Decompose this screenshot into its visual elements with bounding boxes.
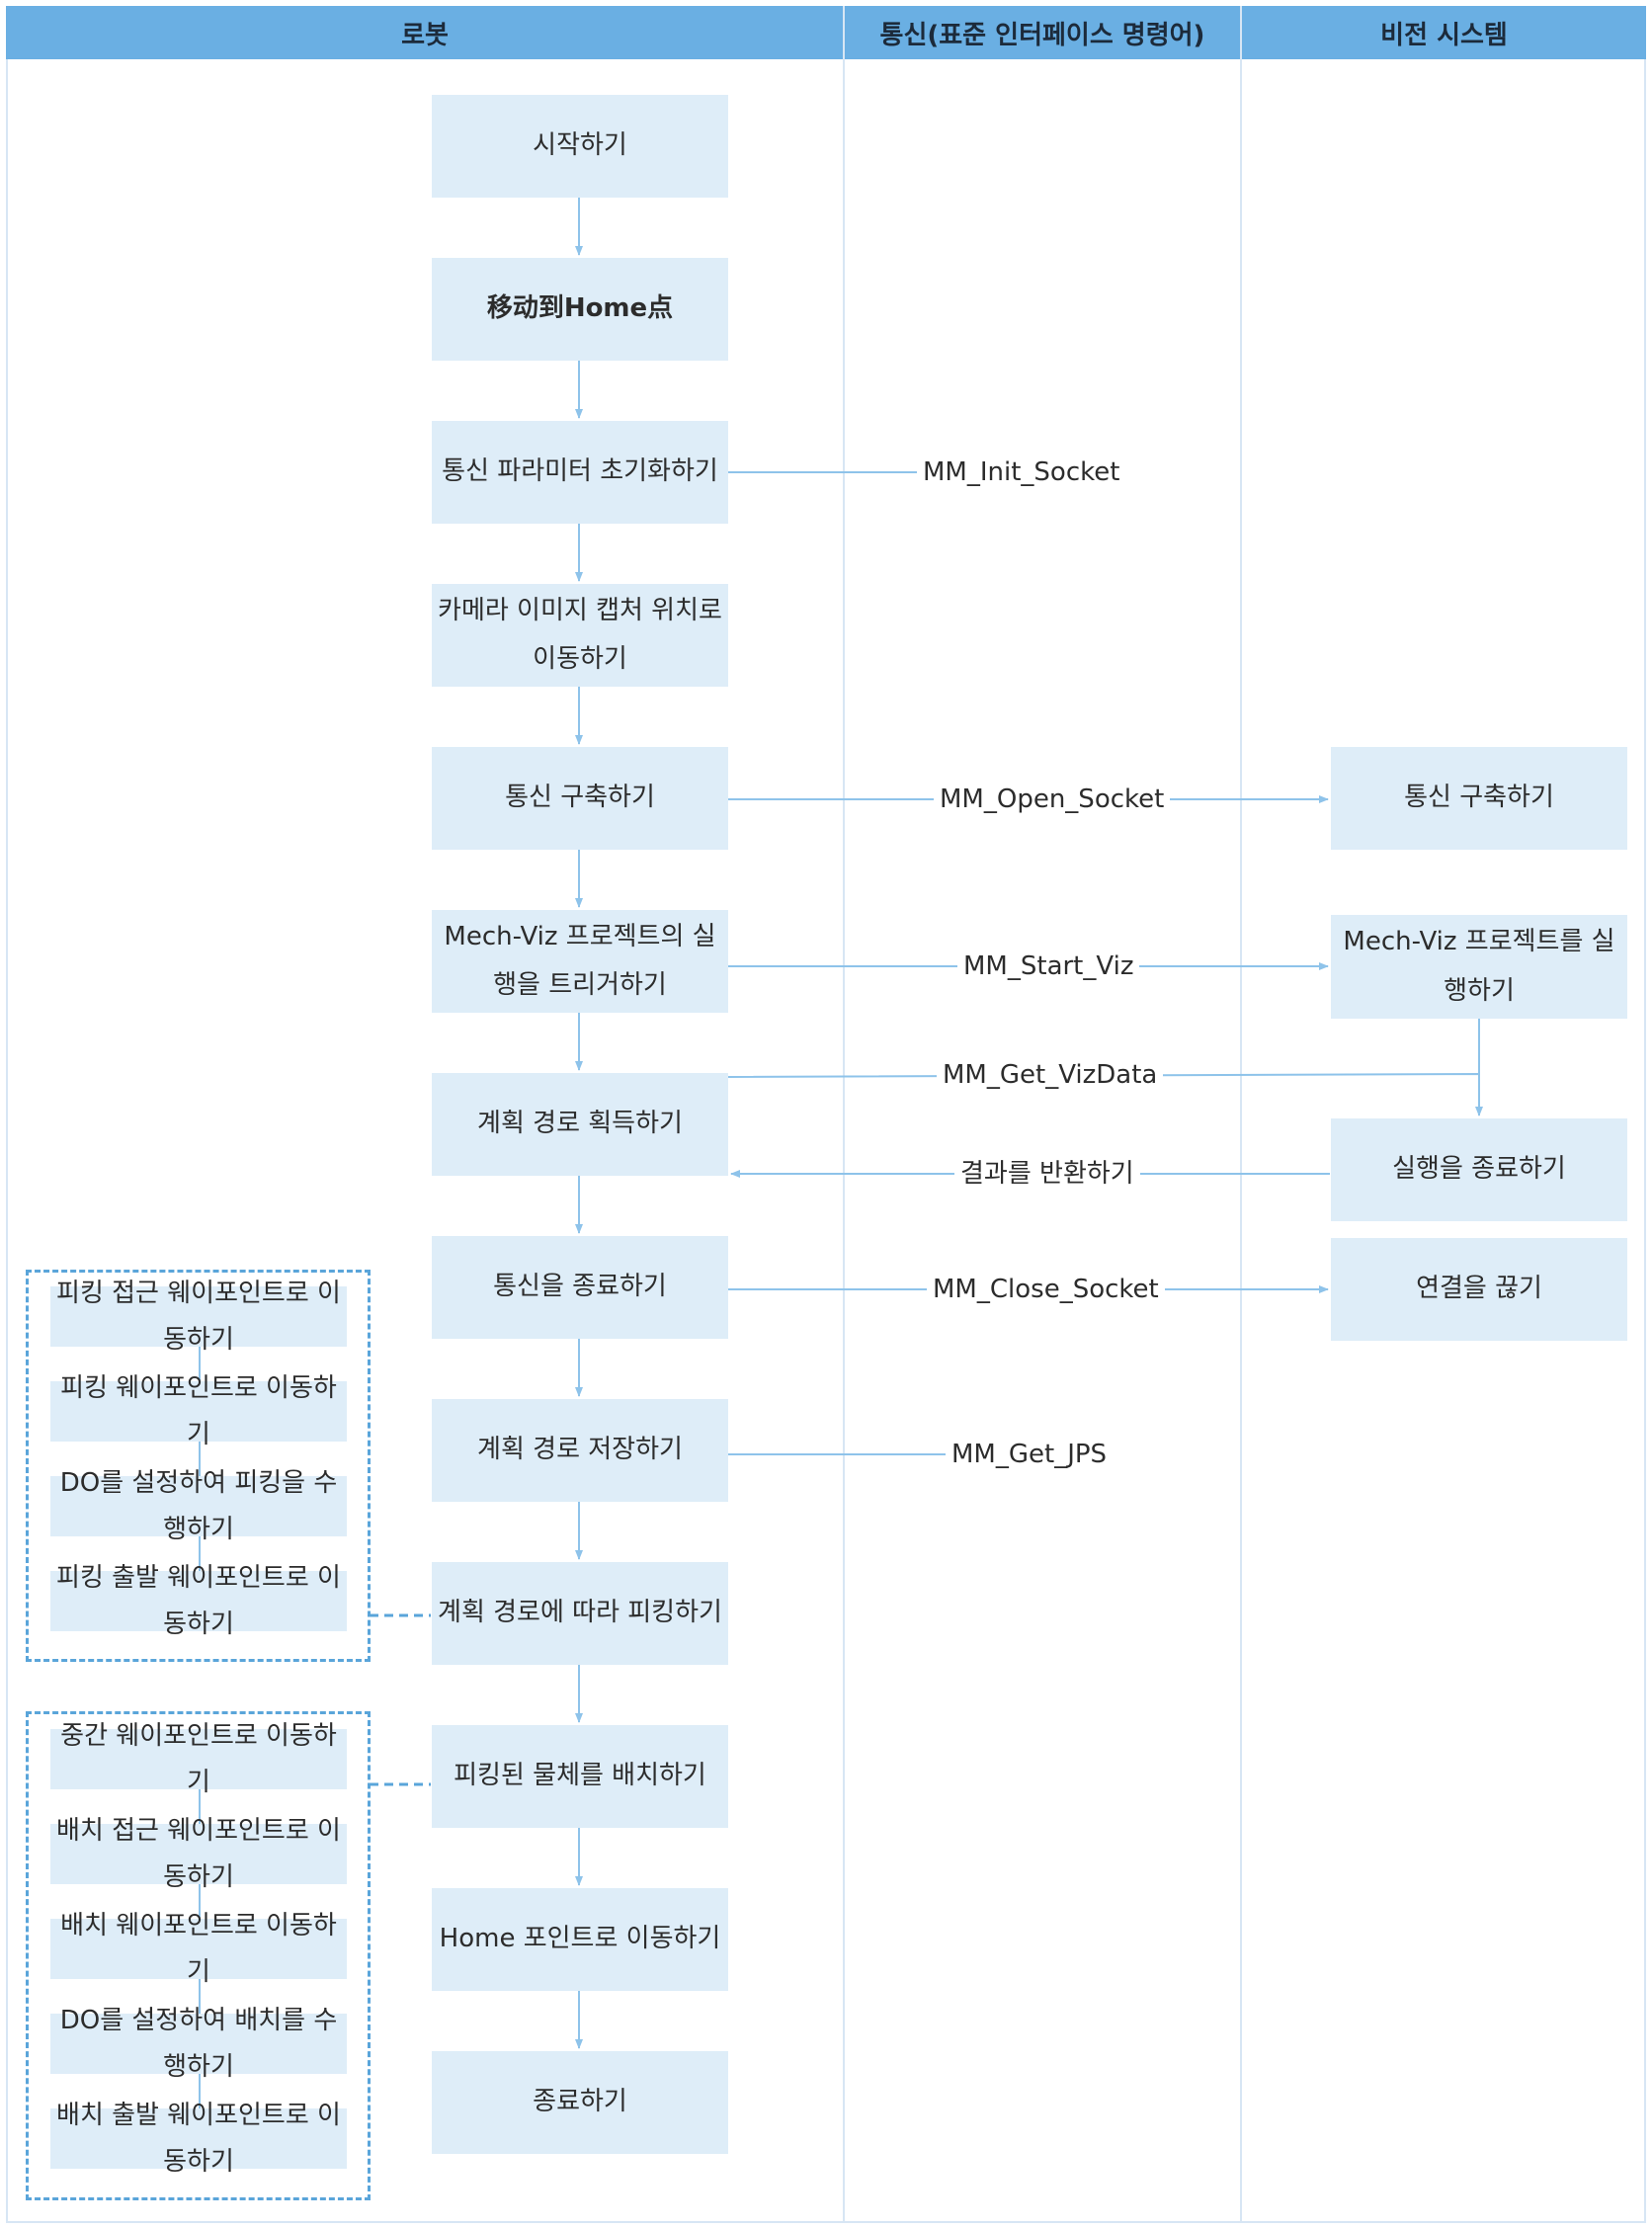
column-header-communication: 통신(표준 인터페이스 명령어) — [845, 6, 1240, 59]
step-pick-along-path[interactable]: 계획 경로에 따라 피킹하기 — [432, 1562, 728, 1665]
step-save-path[interactable]: 계획 경로 저장하기 — [432, 1399, 728, 1502]
pick-substep[interactable]: 피킹 접근 웨이포인트로 이동하기 — [50, 1279, 347, 1355]
vision-step-open-comm[interactable]: 통신 구축하기 — [1331, 747, 1627, 850]
column-header-vision: 비전 시스템 — [1242, 6, 1646, 59]
message-close-socket: MM_Close_Socket — [927, 1273, 1165, 1306]
message-init-socket: MM_Init_Socket — [917, 455, 1126, 489]
message-start-viz: MM_Start_Viz — [957, 949, 1140, 983]
pick-substep[interactable]: 피킹 출발 웨이포인트로 이동하기 — [50, 1563, 347, 1639]
step-start[interactable]: 시작하기 — [432, 95, 728, 198]
step-move-home[interactable]: 移动到Home点 — [432, 258, 728, 361]
step-init-params[interactable]: 통신 파라미터 초기화하기 — [432, 421, 728, 524]
vision-step-finish[interactable]: 실행을 종료하기 — [1331, 1118, 1627, 1221]
message-open-socket: MM_Open_Socket — [934, 783, 1171, 816]
step-end[interactable]: 종료하기 — [432, 2051, 728, 2154]
place-substep[interactable]: 중간 웨이포인트로 이동하기 — [50, 1721, 347, 1797]
place-substep[interactable]: DO를 설정하여 배치를 수행하기 — [50, 2006, 347, 2082]
place-substep[interactable]: 배치 웨이포인트로 이동하기 — [50, 1911, 347, 1987]
step-trigger-viz[interactable]: Mech-Viz 프로젝트의 실행을 트리거하기 — [432, 910, 728, 1013]
place-substeps-group — [26, 1711, 371, 2200]
message-get-vizdata: MM_Get_VizData — [937, 1058, 1164, 1092]
column-divider — [1240, 6, 1242, 2223]
step-place-picked[interactable]: 피킹된 물체를 배치하기 — [432, 1725, 728, 1828]
message-return-result: 결과를 반환하기 — [954, 1157, 1140, 1191]
message-get-jps: MM_Get_JPS — [946, 1438, 1114, 1471]
step-open-comm[interactable]: 통신 구축하기 — [432, 747, 728, 850]
step-capture-position[interactable]: 카메라 이미지 캡처 위치로 이동하기 — [432, 584, 728, 687]
step-return-home[interactable]: Home 포인트로 이동하기 — [432, 1888, 728, 1991]
vision-step-run-viz[interactable]: Mech-Viz 프로젝트를 실행하기 — [1331, 915, 1627, 1019]
column-divider — [843, 6, 845, 2223]
place-substep[interactable]: 배치 접근 웨이포인트로 이동하기 — [50, 1816, 347, 1892]
step-close-comm[interactable]: 통신을 종료하기 — [432, 1236, 728, 1339]
pick-substep[interactable]: DO를 설정하여 피킹을 수행하기 — [50, 1468, 347, 1544]
pick-substeps-group — [26, 1270, 371, 1662]
column-header-robot: 로봇 — [6, 6, 844, 59]
step-get-path[interactable]: 계획 경로 획득하기 — [432, 1073, 728, 1176]
place-substep[interactable]: 배치 출발 웨이포인트로 이동하기 — [50, 2101, 347, 2177]
pick-substep[interactable]: 피킹 웨이포인트로 이동하기 — [50, 1373, 347, 1449]
vision-step-disconnect[interactable]: 연결을 끊기 — [1331, 1238, 1627, 1341]
